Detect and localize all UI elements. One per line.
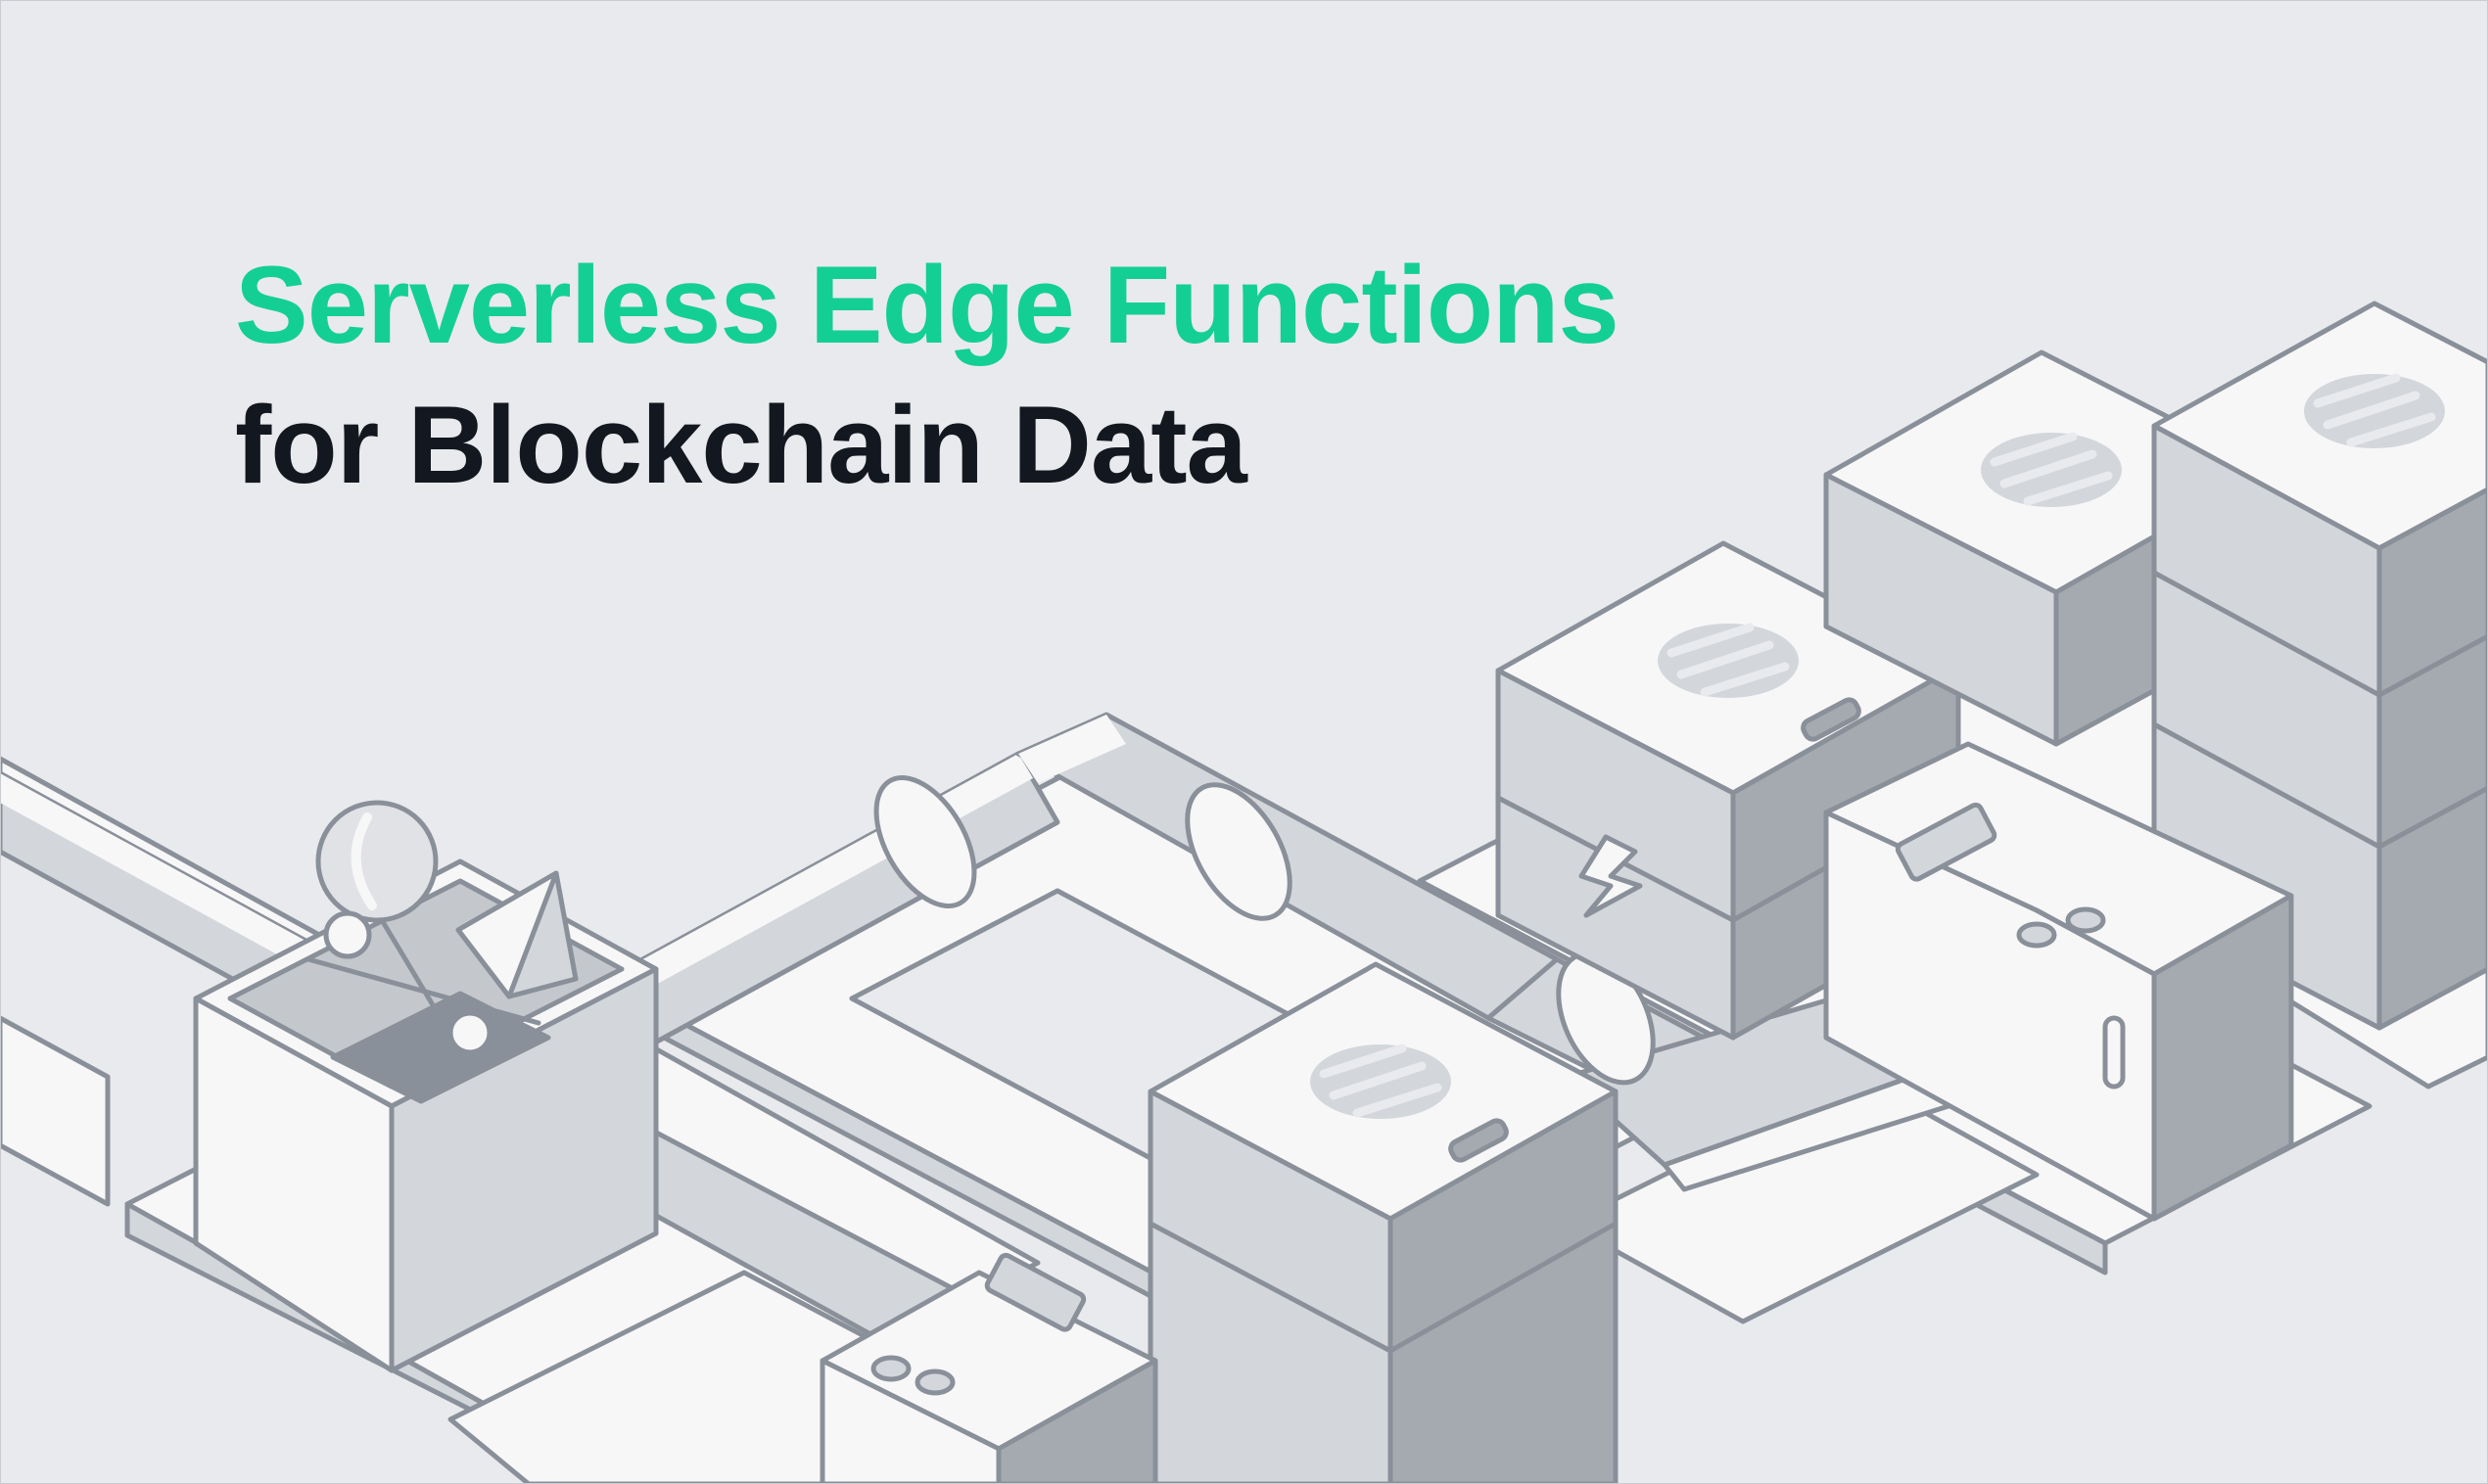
headline-line-serverless: Serverless Edge Functions [235,244,1620,366]
server-stack-front [1148,961,1619,1484]
headline-line-blockchain: for Blockchain Data [235,384,1247,507]
connector-unit-right [1823,741,2294,1222]
connector-unit-front [820,1252,1158,1484]
sphere-icon [315,800,439,923]
headline: Serverless Edge Functions for Blockchain… [235,244,1620,507]
lightning-bolt-icon [1578,834,1643,918]
input-cube [193,800,659,1373]
